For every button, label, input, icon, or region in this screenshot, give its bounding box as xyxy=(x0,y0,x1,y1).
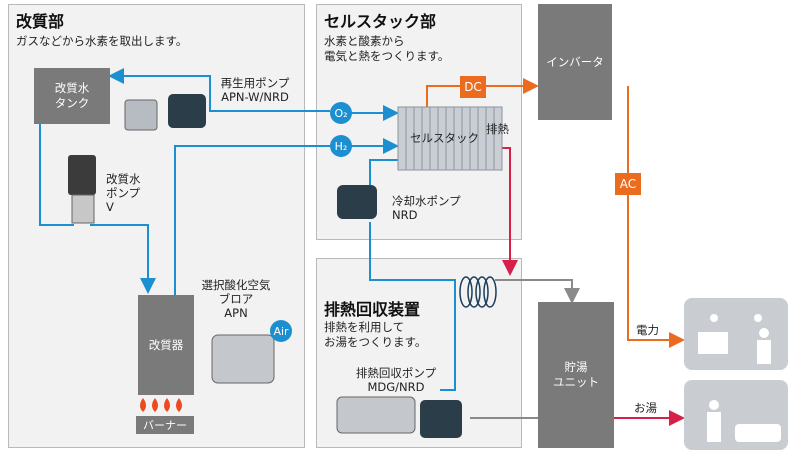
o2-badge: O₂ xyxy=(330,102,352,124)
dc-line xyxy=(426,78,539,108)
exhaust-heat-label: 排熱 xyxy=(486,122,509,136)
reformer-water-pump-drawing xyxy=(68,155,96,224)
reformer-description: ガスなどから水素を取出します。 xyxy=(16,34,188,48)
exhaust-heat-line xyxy=(502,147,518,276)
pump-to-reformer-line xyxy=(90,224,156,294)
bathtub-icon xyxy=(735,424,781,442)
lamp-icons xyxy=(710,314,762,322)
recycle-to-tank-line xyxy=(108,68,330,112)
heat-recovery-pump-drawing xyxy=(336,396,462,438)
burner-label: バーナー xyxy=(136,416,194,434)
cell-stack-drawing xyxy=(397,106,503,171)
reformer-box: 改質器 xyxy=(138,295,194,395)
dc-badge: DC xyxy=(460,76,486,98)
air-blower-label: 選択酸化空気 ブロア APN xyxy=(201,278,271,320)
ac-badge: AC xyxy=(615,173,641,195)
heat-recovery-title: 排熱回収装置 xyxy=(324,300,421,319)
reformer-water-pump-label: 改質水 ポンプ V xyxy=(106,172,141,214)
heat-recovery-description: 排熱を利用して お湯をつくります。 xyxy=(324,320,427,349)
cell-stack-title: セルスタック部 xyxy=(324,12,437,31)
ac-line xyxy=(627,86,685,348)
inverter-box: インバータ xyxy=(538,4,612,120)
person-icon xyxy=(757,328,771,364)
reformer-water-tank: 改質水 タンク xyxy=(34,68,110,124)
cooling-return-line xyxy=(369,222,456,391)
tank-to-pump-line xyxy=(39,124,74,226)
tv-icon xyxy=(698,332,728,354)
hot-water-storage-box: 貯湯 ユニット xyxy=(538,302,614,448)
cooling-pump-drawing xyxy=(337,185,377,219)
heat-recovery-pump-label: 排熱回収ポンプ MDG/NRD xyxy=(355,366,437,394)
heat-exchange-line xyxy=(495,279,580,304)
flame-icons xyxy=(140,398,182,412)
recycle-pump-drawing xyxy=(124,94,206,131)
h2-badge: H₂ xyxy=(330,135,352,157)
cell-stack-description: 水素と酸素から 電気と熱をつくります。 xyxy=(324,34,450,63)
cooling-pump-label: 冷却水ポンプ NRD xyxy=(392,194,461,222)
air-blower-drawing xyxy=(211,334,275,384)
recycle-pump-label: 再生用ポンプ APN-W/NRD xyxy=(220,76,290,104)
h2-line xyxy=(174,138,399,308)
electric-power-label: 電力 xyxy=(636,323,659,337)
air-badge: Air xyxy=(270,320,292,342)
heat-exchanger-coil xyxy=(459,276,497,308)
shower-icon xyxy=(707,400,721,442)
cell-stack-label: セルスタック xyxy=(410,131,479,145)
hot-water-label: お湯 xyxy=(634,401,657,415)
reformer-title: 改質部 xyxy=(16,12,65,31)
